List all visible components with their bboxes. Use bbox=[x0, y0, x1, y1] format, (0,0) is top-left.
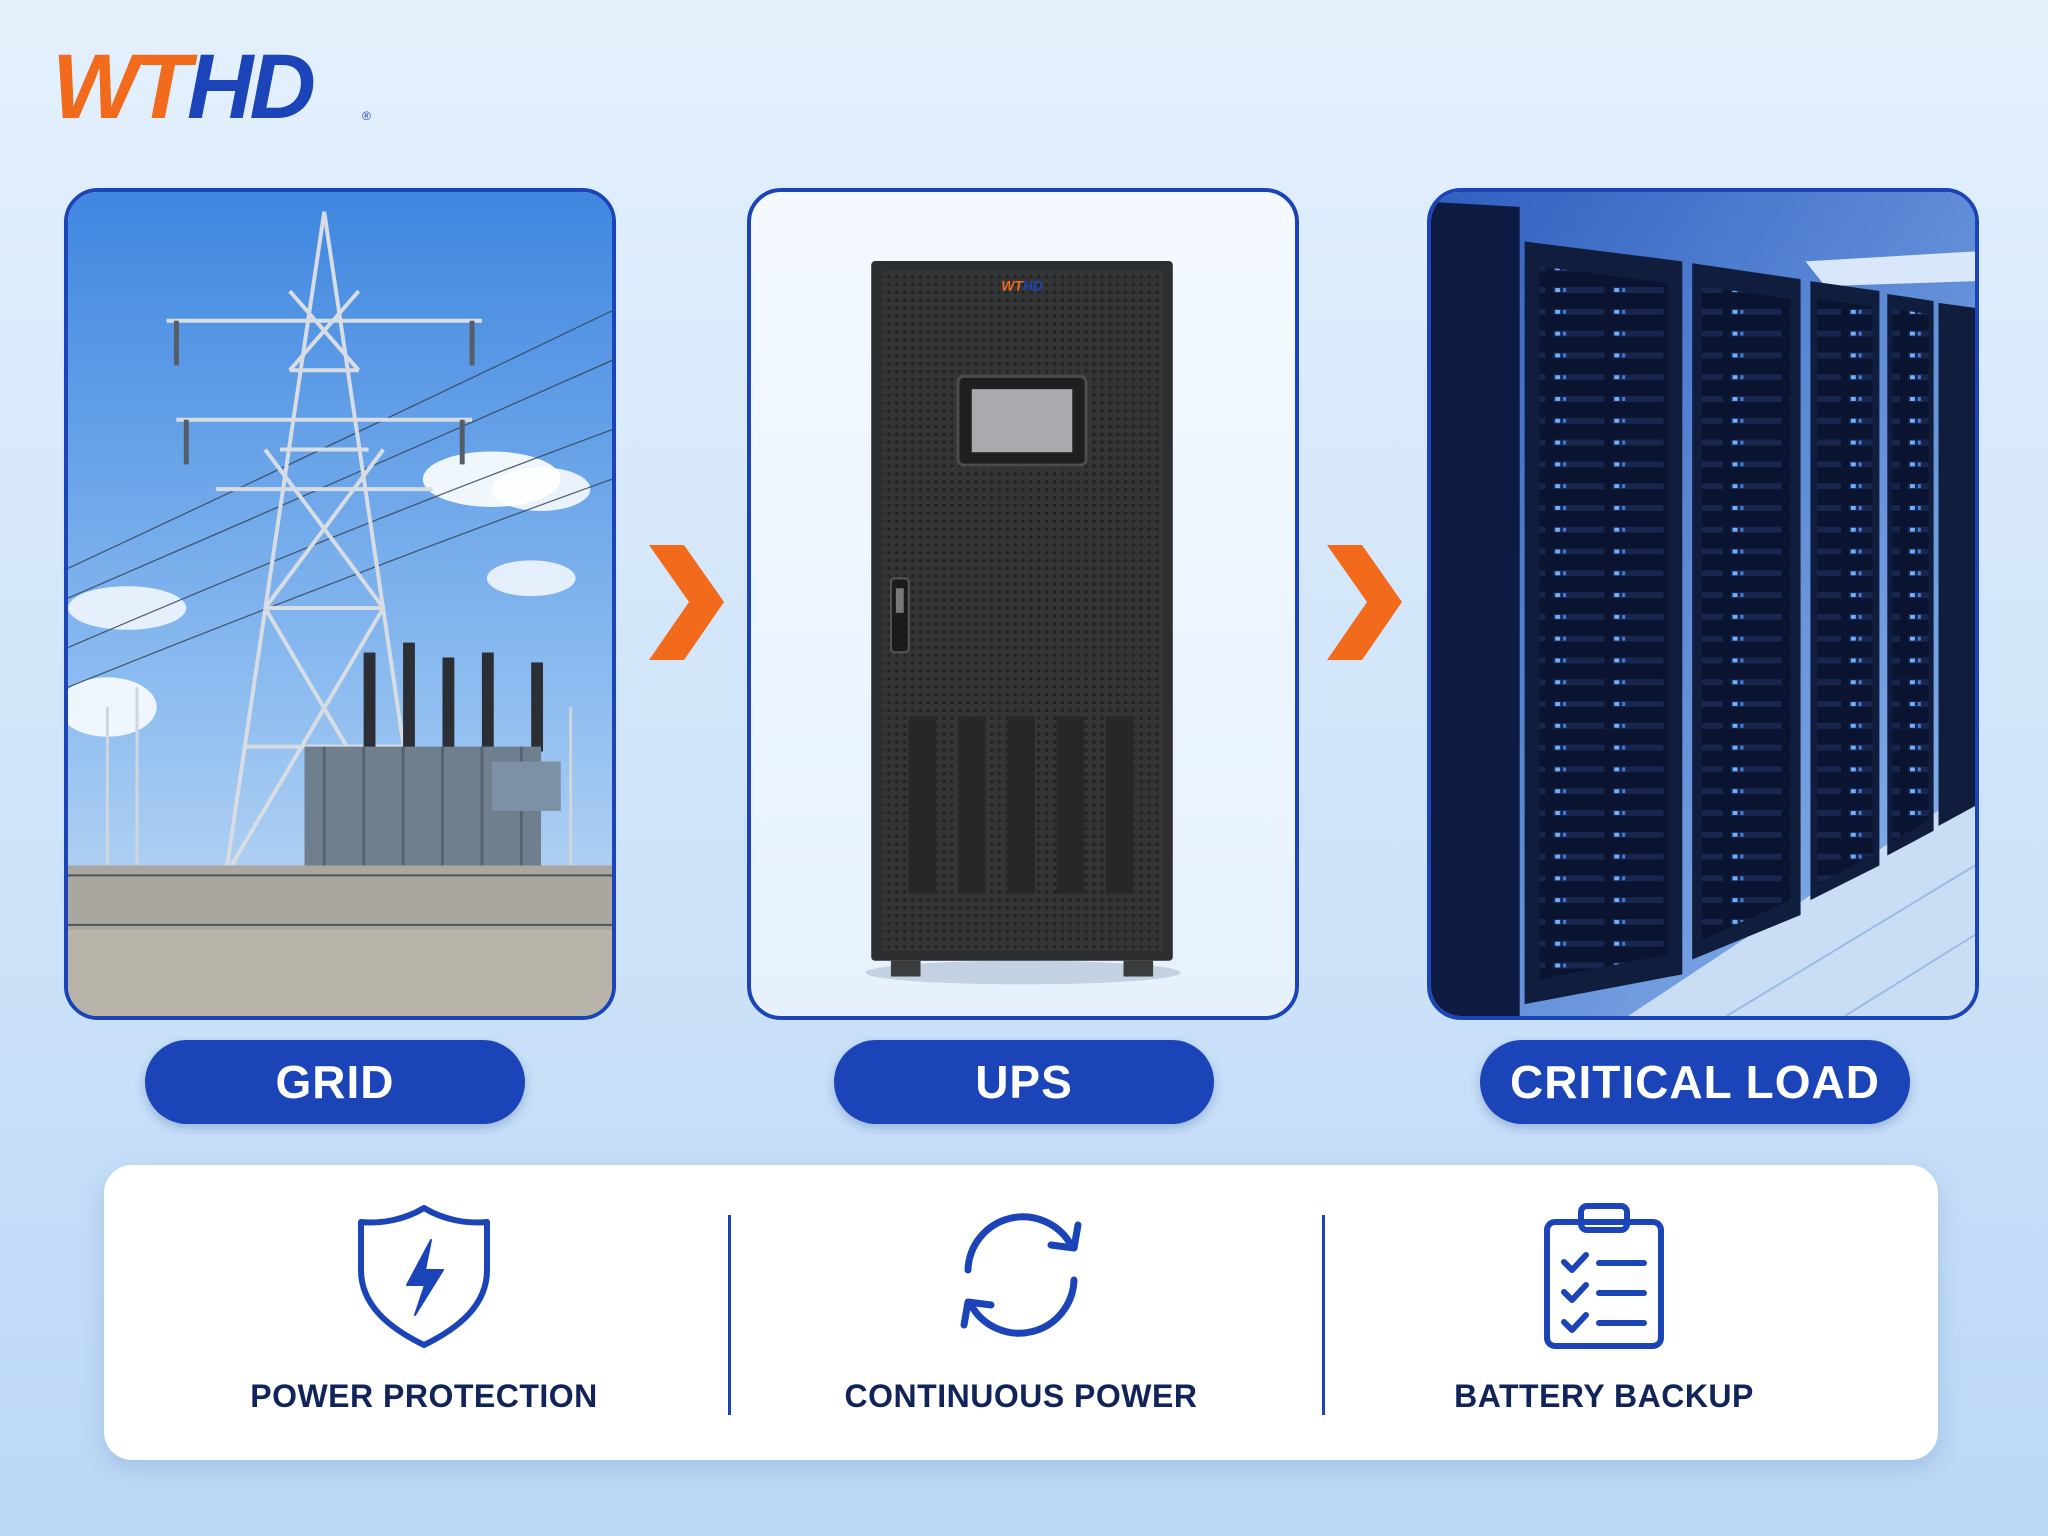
grid-image-panel bbox=[64, 188, 616, 1020]
brand-logo: WTHD ® bbox=[52, 36, 382, 138]
features-panel: POWER PROTECTION CONTINUOUS POWER BATTER… bbox=[104, 1165, 1938, 1460]
critical-load-image-panel bbox=[1427, 188, 1979, 1020]
power-tower-illustration bbox=[68, 192, 612, 1016]
ups-cabinet-illustration: WTHD bbox=[865, 261, 1181, 985]
refresh-cycle-icon bbox=[946, 1200, 1096, 1350]
feature-power-protection: POWER PROTECTION bbox=[214, 1165, 634, 1460]
ups-label: UPS bbox=[834, 1040, 1214, 1124]
ups-image-panel: WTHD bbox=[747, 188, 1299, 1020]
flow-arrow-icon bbox=[644, 545, 724, 660]
feature-divider bbox=[728, 1215, 731, 1415]
shield-lightning-icon bbox=[349, 1200, 499, 1350]
svg-text:®: ® bbox=[362, 109, 371, 123]
feature-label: POWER PROTECTION bbox=[250, 1378, 598, 1414]
svg-text:WTHD: WTHD bbox=[52, 40, 313, 130]
server-racks-illustration bbox=[1431, 192, 1975, 1016]
grid-label: GRID bbox=[145, 1040, 525, 1124]
feature-divider bbox=[1322, 1215, 1325, 1415]
flow-arrow-icon bbox=[1322, 545, 1402, 660]
feature-label: BATTERY BACKUP bbox=[1454, 1378, 1754, 1414]
critical-load-label: CRITICAL LOAD bbox=[1480, 1040, 1910, 1124]
feature-battery-backup: BATTERY BACKUP bbox=[1394, 1165, 1814, 1460]
feature-continuous-power: CONTINUOUS POWER bbox=[811, 1165, 1231, 1460]
feature-label: CONTINUOUS POWER bbox=[844, 1378, 1198, 1414]
svg-text:WTHD: WTHD bbox=[1001, 279, 1042, 294]
clipboard-checklist-icon bbox=[1529, 1200, 1679, 1350]
